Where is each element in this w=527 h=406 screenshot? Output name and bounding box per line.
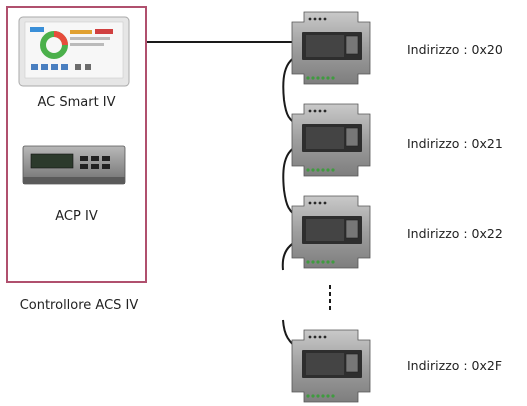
ac-smart-iv-device xyxy=(18,16,130,87)
controller-group-box xyxy=(6,6,147,283)
ellipsis-dots xyxy=(329,285,331,310)
module-0x2f xyxy=(291,329,371,403)
controller-group-label: Controllore ACS IV xyxy=(19,298,139,313)
module-0x20 xyxy=(291,11,371,85)
module-0x21 xyxy=(291,103,371,177)
address-label-0x21: Indirizzo : 0x21 xyxy=(407,136,503,151)
address-label-0x2f: Indirizzo : 0x2F xyxy=(407,358,503,373)
address-label-0x20: Indirizzo : 0x20 xyxy=(407,42,503,57)
address-label-0x22: Indirizzo : 0x22 xyxy=(407,226,503,241)
ac-smart-iv-label: AC Smart IV xyxy=(37,95,116,110)
bus-wiring xyxy=(147,41,303,353)
acp-iv-device xyxy=(22,145,126,185)
acp-iv-label: ACP IV xyxy=(55,209,98,224)
module-0x22 xyxy=(291,195,371,269)
